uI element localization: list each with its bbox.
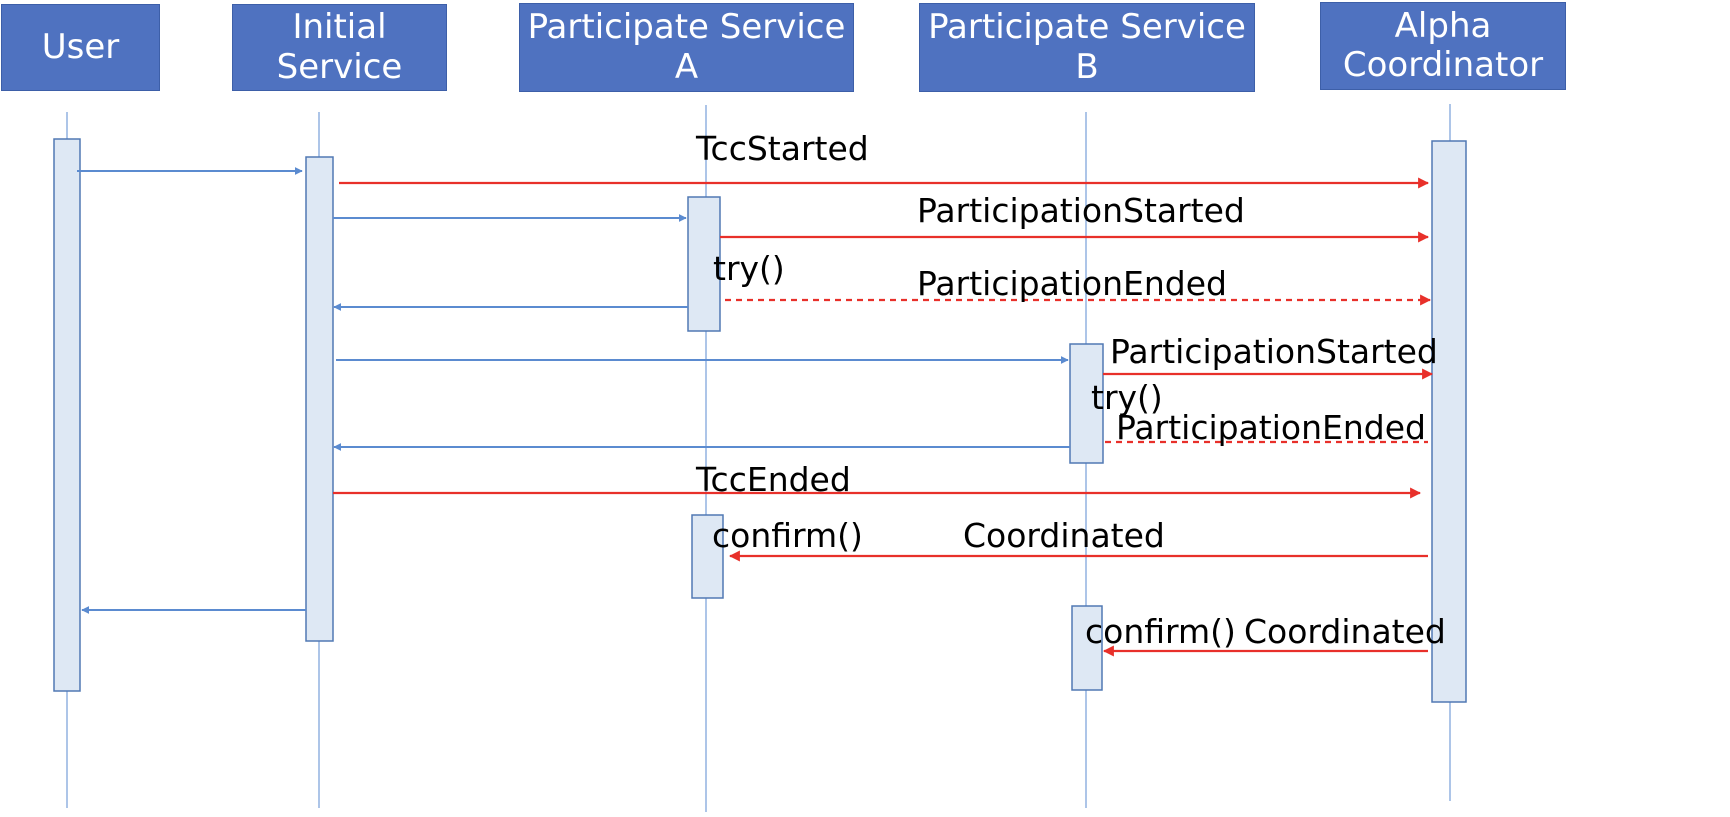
label-confirm-a: confirm() [712,516,863,555]
participant-user-label: User [41,26,120,67]
activation-alpha-coordinator [1431,140,1467,703]
label-participation-started-a: ParticipationStarted [917,191,1245,230]
label-coordinated-a: Coordinated [963,516,1165,555]
label-tcc-started: TccStarted [695,129,869,168]
label-try-b: try() [1091,378,1163,417]
label-confirm-b: confirm() [1085,612,1236,651]
activation-service-a-try [687,196,721,332]
label-participation-started-b: ParticipationStarted [1110,332,1438,371]
participant-user: User [1,4,160,91]
activation-service-b-try [1069,343,1104,464]
label-participation-ended-a: ParticipationEnded [917,264,1227,303]
label-coordinated-b: Coordinated [1244,612,1446,651]
participant-service-b: Participate Service B [919,3,1255,92]
label-participation-ended-b: ParticipationEnded [1116,408,1426,447]
participant-initial-service-label: Initial Service [276,7,403,87]
participant-service-a-label: Participate Service A [527,7,846,87]
participant-service-a: Participate Service A [519,3,854,92]
label-tcc-ended: TccEnded [695,460,851,499]
participant-service-b-label: Participate Service B [928,7,1246,87]
activation-initial-service [305,156,334,642]
activation-user [53,138,81,692]
participant-initial-service: Initial Service [232,4,447,91]
activation-service-a-confirm [691,514,724,599]
label-try-a: try() [713,249,785,288]
participant-alpha-coordinator: Alpha Coordinator [1320,2,1566,90]
activation-service-b-confirm [1071,605,1103,691]
participant-alpha-coordinator-label: Alpha Coordinator [1342,5,1544,85]
